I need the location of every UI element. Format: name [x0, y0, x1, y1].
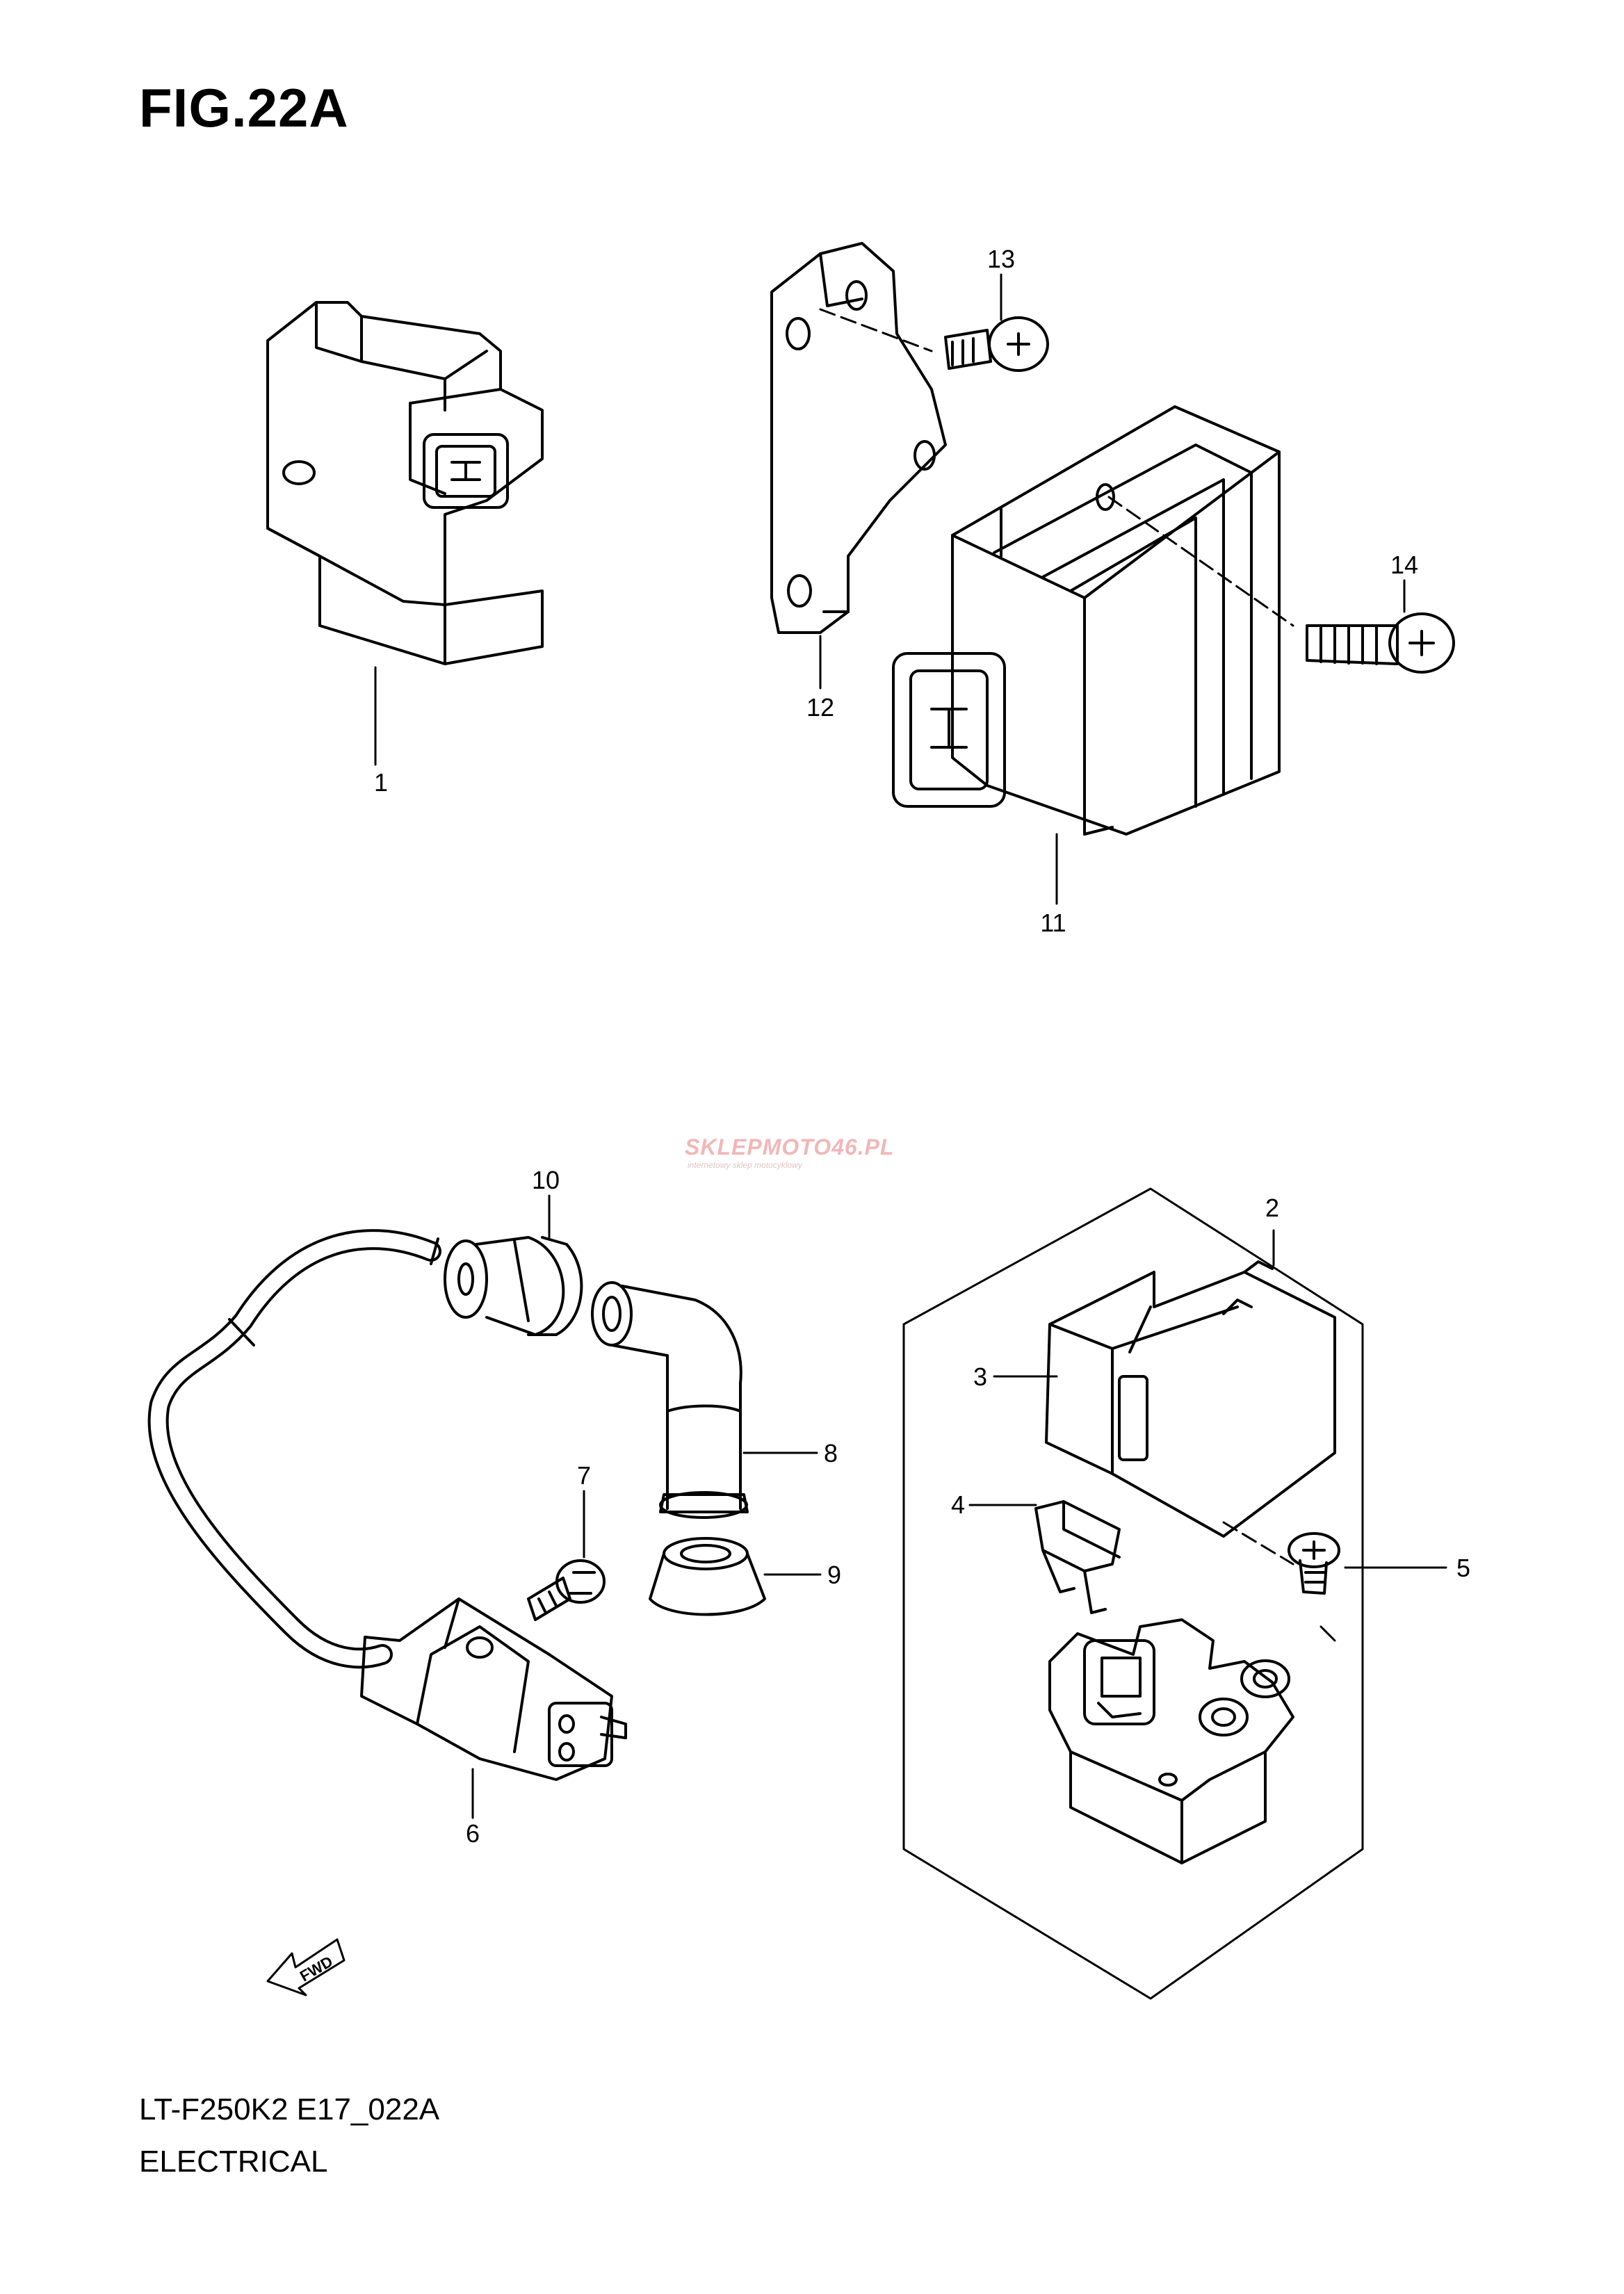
- callout-8: 8: [824, 1439, 838, 1467]
- fwd-arrow: FWD: [266, 1938, 346, 1996]
- part-2-starter-relay: [902, 1187, 1447, 2000]
- callout-6: 6: [466, 1819, 480, 1848]
- part-4-fuse: [1034, 1500, 1121, 1614]
- part-3-cover: [1045, 1260, 1336, 1538]
- callout-4: 4: [951, 1490, 965, 1519]
- part-9-ring: [649, 1537, 822, 1616]
- callout-3: 3: [973, 1362, 987, 1391]
- fwd-label: FWD: [297, 1953, 336, 1985]
- part-12-bracket: [770, 242, 947, 690]
- callout-14: 14: [1390, 551, 1418, 579]
- callout-10: 10: [532, 1166, 560, 1194]
- callout-11: 11: [1040, 909, 1066, 937]
- part-5-screw: [1288, 1532, 1340, 1595]
- watermark: SKLEPMOTO46.PL internetowy sklep motocyk…: [685, 1134, 894, 1170]
- callout-2: 2: [1265, 1194, 1279, 1222]
- callout-12: 12: [806, 693, 834, 722]
- part-14-bolt: [1107, 496, 1455, 674]
- part-1-cdi-unit: [266, 301, 544, 766]
- footer-model-code: LT-F250K2 E17_022A: [139, 2092, 440, 2126]
- part-13-bolt: [819, 273, 1049, 372]
- footer-category: ELECTRICAL: [139, 2145, 328, 2179]
- watermark-text: SKLEPMOTO46.PL: [685, 1134, 895, 1160]
- callout-13: 13: [987, 245, 1015, 273]
- part-8-plug-cap: [591, 1281, 818, 1519]
- callout-7: 7: [577, 1461, 591, 1490]
- callout-1: 1: [374, 768, 388, 797]
- watermark-tagline: internetowy sklep motocyklowy: [688, 1160, 802, 1170]
- part-10-grommet: [444, 1194, 583, 1336]
- part-6-ignition-coil: [147, 1229, 627, 1819]
- part-11-regulator: [892, 405, 1281, 905]
- callout-5: 5: [1456, 1554, 1470, 1582]
- figure-title: FIG.22A: [139, 77, 349, 138]
- part-7-bolt: [527, 1490, 606, 1621]
- callout-9: 9: [827, 1561, 841, 1589]
